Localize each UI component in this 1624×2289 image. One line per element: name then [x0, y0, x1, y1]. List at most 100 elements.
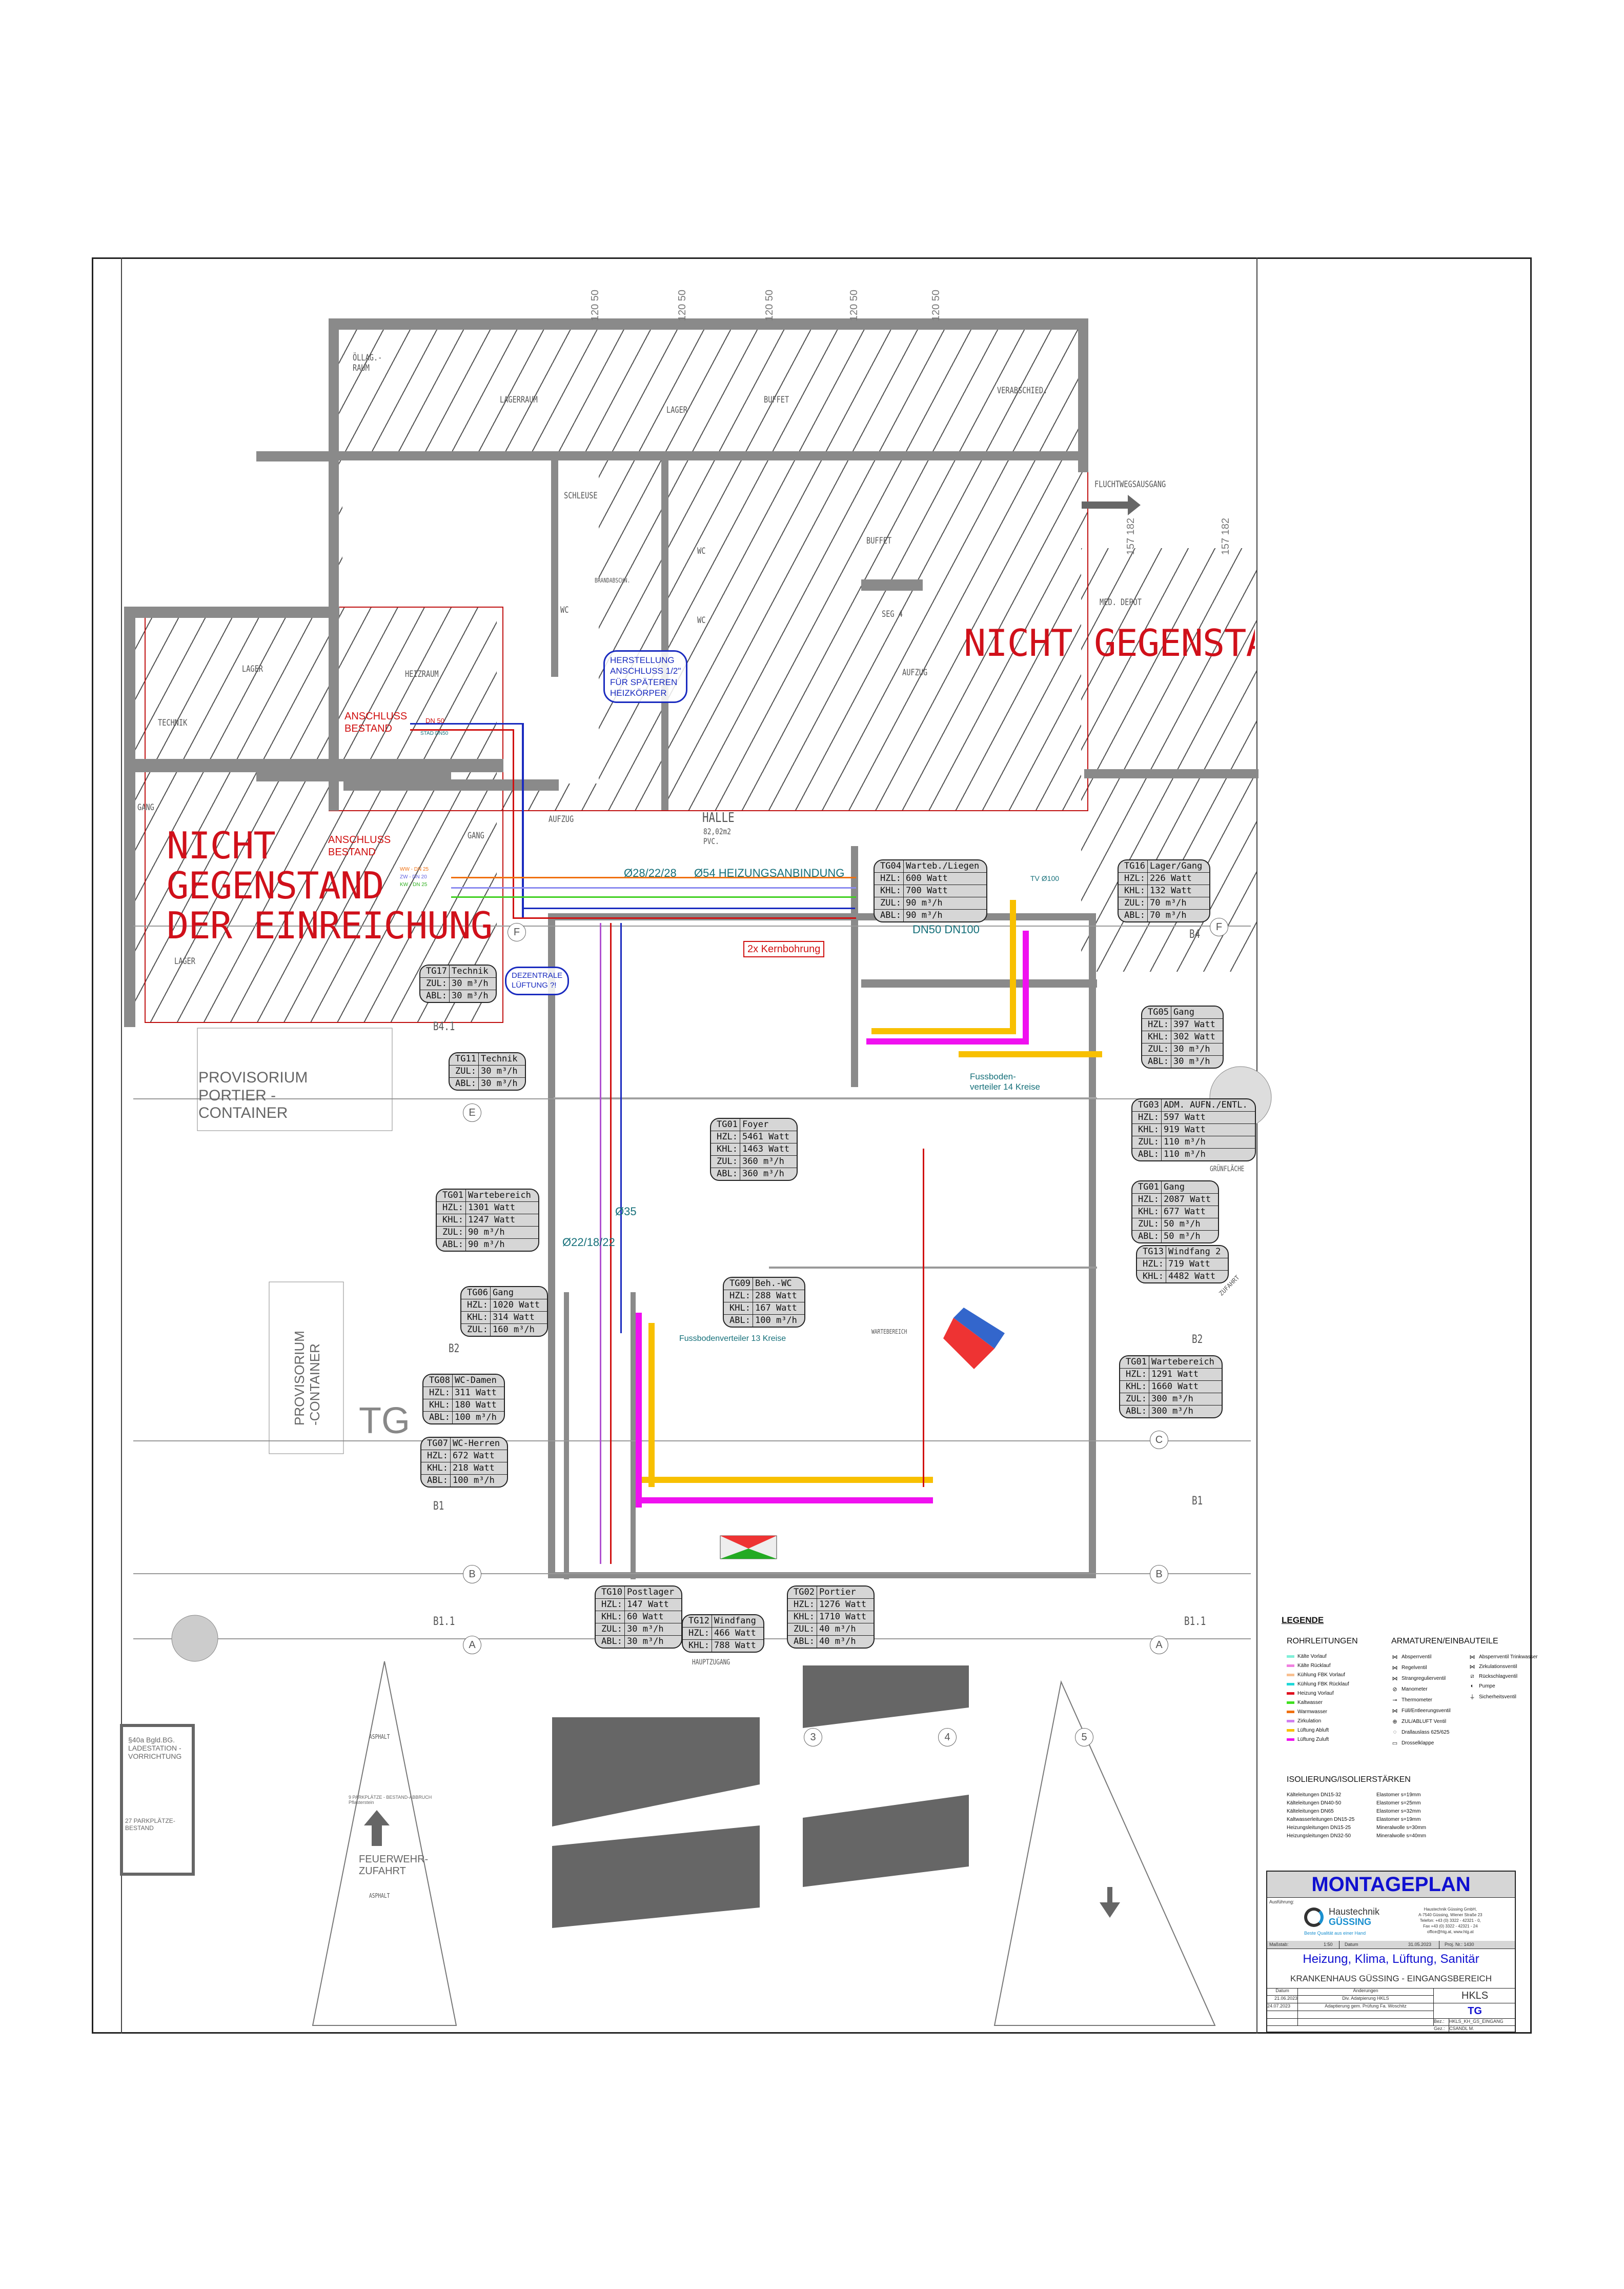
legend-fitting-label: Füll/Entleerungsventil	[1402, 1708, 1451, 1714]
scale-label: Maßstab:	[1269, 1942, 1289, 1947]
room-label: SEG 4	[882, 609, 903, 619]
legend-swatch	[1287, 1711, 1294, 1713]
insulation-spec: Mineralwolle s=40mm	[1376, 1833, 1426, 1839]
room-field-label: ZUL:	[788, 1623, 817, 1635]
room-field-value: 132 Watt	[1150, 886, 1192, 896]
company-address: Haustechnik Güssing GmbH, A-7540 Güssing…	[1418, 1907, 1483, 1934]
room-field-value: 300 m³/h	[1151, 1394, 1193, 1404]
insulation-pipe-type: Kaltwasserleitungen DN15-25	[1287, 1817, 1355, 1822]
room-field-value: 677 Watt	[1164, 1207, 1206, 1217]
valve-icon: ⋈	[1392, 1654, 1398, 1660]
room-field-value: 40 m³/h	[819, 1624, 856, 1634]
insulation-spec: Mineralwolle s=30mm	[1376, 1825, 1426, 1831]
grid-axis-label: B1.1	[433, 1615, 455, 1628]
room-field-value: 600 Watt	[906, 873, 948, 884]
room-field-value: 700 Watt	[906, 886, 948, 896]
charging-station	[120, 1724, 195, 1876]
room-field-label: KHL:	[1142, 1031, 1171, 1043]
room-row: HZL:2087 Watt	[1132, 1193, 1219, 1206]
insulation-spec: Elastomer s=32mm	[1376, 1809, 1421, 1814]
wall	[1078, 318, 1088, 472]
room-field-value: 30 m³/h	[481, 1078, 518, 1089]
ausfuehrung-label: Ausführung:	[1269, 1899, 1294, 1904]
room-field-value: 300 m³/h	[1151, 1406, 1193, 1416]
legend-fitting-item: ⋈ Absperrventil	[1391, 1654, 1432, 1660]
room-row: HZL:397 Watt	[1142, 1018, 1223, 1031]
legend-fitting-label: Pumpe	[1479, 1683, 1495, 1689]
room-field-value: ADM. AUFN./ENTL.	[1164, 1100, 1248, 1110]
legend-fitting-item: ⋈Regelventil	[1391, 1664, 1427, 1671]
room-field-value: Foyer	[742, 1119, 769, 1130]
room-label: ASPHALT	[369, 1733, 390, 1740]
room-field-label: TG13	[1137, 1246, 1166, 1258]
note-lueftung-cloud: DEZENTRALE LÜFTUNG ?!	[505, 967, 570, 995]
not-subject-note: NICHT GEGENSTAND DER EINREICHUNG	[167, 824, 493, 947]
core-drilling-note: 2x Kernbohrung	[743, 941, 825, 957]
legend-fitting-label: Absperrventil	[1402, 1654, 1432, 1660]
room-row: ZUL:70 m³/h	[1119, 897, 1210, 909]
room-field-label: ZUL:	[1120, 1393, 1149, 1405]
room-field-label: ABL:	[711, 1168, 740, 1180]
room-field-value: 597 Watt	[1164, 1112, 1206, 1122]
portier-container	[197, 1028, 393, 1131]
wall	[329, 318, 1088, 330]
room-field-label: ABL:	[596, 1636, 625, 1648]
room-field-value: 167 Watt	[755, 1303, 797, 1313]
contractor-section: Ausführung: Haustechnik GÜSSING Beste Qu…	[1267, 1897, 1515, 1941]
drain-valve-icon: ⋈	[1392, 1708, 1398, 1714]
connection-existing-label: ANSCHLUSS BESTAND	[328, 834, 391, 858]
legend-pipe-label: Kälte Vorlauf	[1297, 1654, 1327, 1659]
legend-pipe-item: Lüftung Abluft	[1287, 1728, 1329, 1733]
bez-label: Bez.:	[1434, 2019, 1449, 2026]
room-row: HZL:147 Watt	[596, 1598, 682, 1611]
legend-fittings-title: ARMATUREN/EINBAUTEILE	[1391, 1637, 1498, 1645]
grid-axis-marker: 3	[804, 1728, 822, 1746]
room-field-value: 1463 Watt	[742, 1144, 790, 1154]
legend-pipe-item: Kälte Vorlauf	[1287, 1654, 1327, 1659]
room-row: ABL:100 m³/h	[724, 1314, 804, 1327]
legend-fitting-label: Absperrventil Trinkwasser	[1479, 1654, 1538, 1660]
room-label: HEIZRAUM	[405, 669, 439, 679]
room-field-value: 1247 Watt	[468, 1215, 516, 1225]
legend-pipe-label: Kaltwasser	[1297, 1700, 1323, 1705]
room-row: KHL:1463 Watt	[711, 1143, 797, 1155]
room-row: KHL:132 Watt	[1119, 885, 1210, 897]
legend-fitting-item: ⋈ Füll/Entleerungsventil	[1391, 1708, 1451, 1714]
legend-title: LEGENDE	[1282, 1615, 1324, 1625]
legend-fitting-label: Strangregulierventil	[1402, 1676, 1446, 1681]
room-label: LAGER	[242, 664, 263, 674]
legend-pipe-item: Kühlung FBK Rücklauf	[1287, 1681, 1349, 1687]
room-row: ABL:30 m³/h	[1142, 1055, 1223, 1068]
grid-line	[769, 1267, 1097, 1269]
grid-line	[554, 1097, 1097, 1099]
grid-axis-marker: A	[1150, 1636, 1168, 1654]
parking-existing-label: 27 PARKPLÄTZE- BESTAND	[125, 1817, 175, 1832]
room-field-label: HZL:	[1132, 1112, 1162, 1123]
room-row: ABL:360 m³/h	[711, 1168, 797, 1180]
legend-pipe-item: Lüftung Zuluft	[1287, 1737, 1329, 1742]
legend-pipe-label: Kühlung FBK Rücklauf	[1297, 1681, 1349, 1687]
room-field-label: ABL:	[875, 910, 904, 921]
room-label: GRÜNFLÄCHE	[1210, 1165, 1245, 1173]
legend-fitting-item: ▭Drosselklappe	[1391, 1740, 1434, 1746]
legend-fitting-item: ⋈Absperrventil Trinkwasser	[1469, 1654, 1538, 1660]
legend-swatch	[1287, 1729, 1294, 1732]
room-field-label: KHL:	[1119, 885, 1148, 897]
provisional-container-label: PROVISORIUM -CONTAINER	[292, 1331, 322, 1425]
room-field-label: TG07	[421, 1438, 451, 1450]
change-date: 21.06.2023	[1267, 1996, 1298, 2003]
room-label: AUFZUG	[902, 668, 928, 678]
grid-axis-label: B1.1	[1184, 1615, 1206, 1628]
wall	[124, 607, 339, 618]
room-field-label: HZL:	[1119, 873, 1148, 885]
room-row: ZUL:300 m³/h	[1120, 1393, 1222, 1405]
drawing-id: HKLS_KH_GS_EINGANG	[1449, 2019, 1516, 2026]
